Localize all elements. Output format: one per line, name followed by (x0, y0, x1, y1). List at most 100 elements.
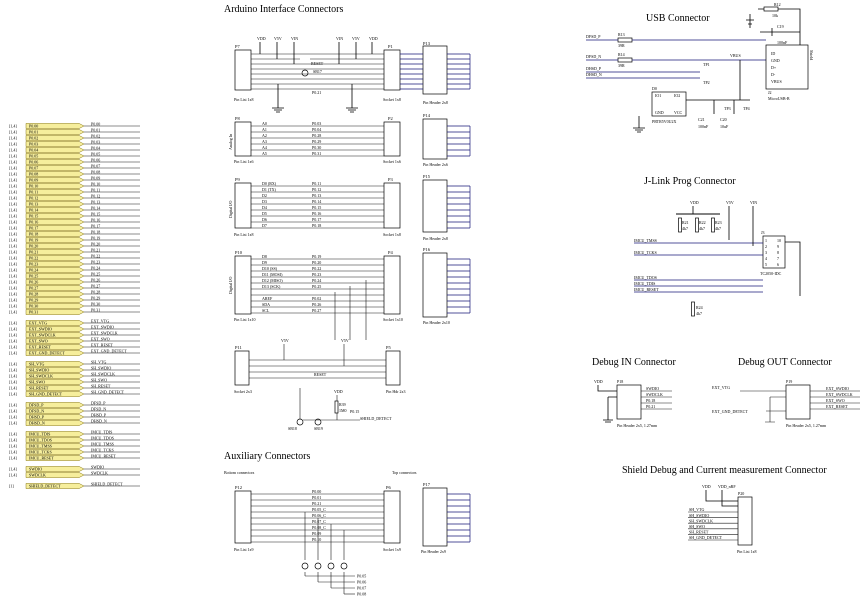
port-sh-0-port (25, 361, 85, 367)
title-arduino: Arduino Interface Connectors (224, 4, 344, 15)
port-p0-15-ref: [1,4] (9, 214, 17, 220)
sb19-jumper (314, 418, 322, 426)
reset-label: RESET (311, 61, 324, 66)
p11-body (234, 350, 250, 386)
port-p0-20-net: P0.20 (91, 242, 100, 247)
port-p0-27-ref: [1,4] (9, 286, 17, 292)
j2-shell: Shield (809, 50, 814, 60)
port-ext-5-ref: [1,4] (9, 351, 17, 357)
p10-foot: Pin List 1x10 (234, 317, 256, 322)
r39-body (334, 400, 339, 414)
p12-net-6: P0.08_C (312, 525, 326, 530)
port-shield-detect-ref: [1] (9, 484, 14, 489)
p9-foot: Pin List 1x8 (234, 232, 254, 237)
p9-net-4: P0.15 (312, 205, 321, 210)
port-swd-1-label: SWDCLK (29, 473, 46, 478)
port-p0-2-port (25, 135, 85, 141)
port-p0-10-label: P0.10 (29, 184, 38, 189)
p18-net-2: P0.18 (646, 398, 655, 403)
port-sh-1-net: SH_SWDIO (91, 366, 111, 371)
p9-net-6: P0.17 (312, 217, 321, 222)
port-p0-18-label: P0.18 (29, 232, 38, 237)
port-imcu-3-net: IMCU_TCKS (91, 448, 114, 453)
p8-net-2: P0.28 (312, 133, 321, 138)
port-p0-4-ref: [1,4] (9, 148, 17, 154)
c19-val: 100nF (777, 40, 788, 45)
port-p0-10-port (25, 183, 85, 189)
p9-label-6: D6 (262, 217, 267, 222)
p5-body (385, 350, 401, 386)
port-sh-2-net: SH_SWDCLK (91, 372, 115, 377)
port-p0-12-port (25, 195, 85, 201)
port-ext-2-port (25, 332, 85, 338)
d0-ref: D0 (652, 86, 657, 91)
shield-block: VDD VDD_nRF P20 Pin List 1x8 SH_VTGSH_SW… (688, 484, 757, 554)
r13-val: 39R (618, 43, 625, 48)
port-p0-19-port (25, 237, 85, 243)
p1-ref: P1 (388, 44, 393, 49)
p10-label-3: D11 (MOSI) (262, 272, 283, 277)
port-usb-1-net: DFSD_N (91, 407, 106, 412)
port-swd-0-ref: [1,4] (9, 467, 17, 473)
shield-vdd: VDD (702, 484, 711, 489)
port-p0-18-net: P0.18 (91, 230, 100, 235)
p8-label-3: A3 (262, 139, 267, 144)
port-p0-5-net: P0.05 (91, 152, 100, 157)
aux-sb-jumper-0 (301, 562, 309, 570)
p18-net-1: SWDCLK (646, 392, 663, 397)
port-sh-5-label: SH_GND_DETECT (29, 392, 63, 397)
title-shield: Shield Debug and Current measurement Con… (622, 465, 827, 476)
j3-ref: J3 (761, 230, 765, 235)
jlink-sig-label-3: IMCU_TDIS (634, 281, 655, 286)
port-imcu-2-net: IMCU_TMSS (91, 442, 114, 447)
port-p0-31-port (25, 309, 85, 315)
p7-body (234, 49, 252, 91)
aux-out-net-1: P0.06 (357, 580, 366, 585)
jlink-power-wires (692, 206, 801, 296)
j3-pin-r-0: 10 (777, 238, 781, 243)
p4-body (383, 255, 401, 315)
p10-label-1: D9 (262, 260, 267, 265)
p9-net-7: P0.18 (312, 223, 321, 228)
port-p0-21-port (25, 249, 85, 255)
port-p0-0-label: P0.00 (29, 124, 38, 129)
p10-label-5: D13 (SCK) (262, 284, 281, 289)
p5-ref: P5 (386, 345, 392, 350)
port-sh-3-ref: [1,4] (9, 380, 17, 386)
port-p0-11-net: P0.11 (91, 188, 100, 193)
port-p0-15-label: P0.15 (29, 214, 38, 219)
p10-ref: P10 (235, 250, 243, 255)
p9-label-4: D4 (262, 205, 267, 210)
port-p0-28-port (25, 291, 85, 297)
p8-net-4: P0.30 (312, 145, 321, 150)
port-p0-27-label: P0.27 (29, 286, 38, 291)
port-p0-1-ref: [1,4] (9, 130, 17, 136)
jlink-res-val-2: 4k7 (715, 226, 721, 231)
sb19-label: SB19 (314, 426, 323, 431)
port-p0-2-ref: [1,4] (9, 136, 17, 142)
p8-label-0: A0 (262, 121, 267, 126)
p3-foot: Socket 1x8 (383, 232, 401, 237)
dhsd-p-label: DHSD_P (586, 66, 602, 71)
port-p0-26-net: P0.26 (91, 278, 100, 283)
p17-ref: P17 (423, 482, 431, 487)
port-swd-1-ref: [1,4] (9, 473, 17, 479)
port-p0-22-label: P0.22 (29, 256, 38, 261)
j3-pin-r-2: 8 (777, 250, 779, 255)
port-imcu-1-label: IMCU_TDOS (29, 438, 52, 443)
p13-ref: P13 (423, 41, 431, 46)
port-p0-0-port (25, 123, 85, 129)
p14-foot: Pin Header 2x6 (423, 162, 448, 167)
port-sh-2-label: SH_SWDCLK (29, 374, 53, 379)
port-usb-1-label: DFSD_N (29, 409, 44, 414)
port-p0-2-label: P0.02 (29, 136, 38, 141)
debug-in-block: VDD P18 Pin Header 2x5, 1.27mm SWDIOSWDC… (594, 379, 672, 429)
port-usb-2-label: DHSD_P (29, 415, 45, 420)
port-ext-0-port (25, 320, 85, 326)
port-imcu-1-port (25, 437, 85, 443)
port-p0-6-net: P0.06 (91, 158, 100, 163)
p15-foot: Pin Header 2x8 (423, 236, 448, 241)
